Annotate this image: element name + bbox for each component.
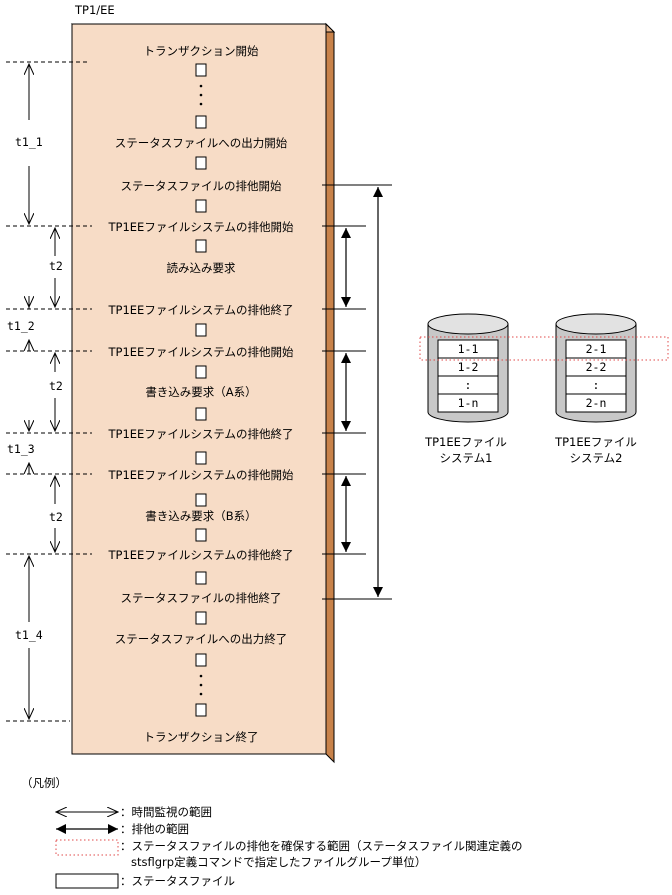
fs1-label-1: TP1EEファイル [424, 435, 507, 449]
fs1-row-ellipsis: : [465, 378, 472, 392]
legend-excl-range: ：排他の範囲 [120, 822, 189, 836]
excl-range-arrows [341, 187, 383, 597]
label-t1-4: t1_4 [15, 628, 43, 642]
file-system-2: 2-1 2-2 : 2-n TP1EEファイル システム2 [554, 313, 637, 465]
step-transaction-end: トランザクション終了 [144, 730, 259, 744]
fs1-row-2: 1-2 [458, 360, 479, 374]
legend-dotted-box [55, 839, 119, 856]
time-markers-left [6, 61, 92, 722]
step-fs-excl-start-3: TP1EEファイルシステムの排他開始 [108, 468, 294, 482]
step-fs-excl-end-2: TP1EEファイルシステムの排他終了 [108, 427, 294, 441]
fs1-label-2: システム1 [440, 451, 493, 465]
step-read-request: 読み込み要求 [167, 261, 236, 275]
legend-status-excl-2: stsflgrp定義コマンドで指定したファイルグループ単位） [131, 855, 426, 869]
step-write-request-b: 書き込み要求（B系） [145, 509, 256, 523]
step-fs-excl-start-2: TP1EEファイルシステムの排他開始 [108, 345, 294, 359]
fs2-row-1: 2-1 [586, 342, 607, 356]
label-t1-3: t1_3 [7, 442, 35, 456]
legend-status-file: ：ステータスファイル [120, 874, 235, 888]
ellipsis-dots [199, 84, 203, 696]
label-t2-c: t2 [49, 510, 63, 524]
step-status-output-start: ステータスファイルへの出力開始 [115, 136, 288, 150]
label-t1-1: t1_1 [15, 135, 43, 149]
file-system-1: 1-1 1-2 : 1-n TP1EEファイル システム1 [424, 313, 509, 465]
excl-range-lines [322, 184, 392, 600]
label-t2-b: t2 [49, 379, 63, 393]
step-status-excl-end: ステータスファイルの排他終了 [121, 591, 282, 605]
step-fs-excl-end-3: TP1EEファイルシステムの排他終了 [108, 548, 294, 562]
step-write-request-a: 書き込み要求（A系） [145, 385, 256, 399]
label-t2-a: t2 [49, 259, 63, 273]
panel-title: TP1/EE [74, 3, 115, 17]
step-fs-excl-end-1: TP1EEファイルシステムの排他終了 [108, 303, 294, 317]
fs2-row-ellipsis: : [593, 378, 600, 392]
tp1ee-panel [70, 22, 336, 764]
fs2-label-2: システム2 [570, 451, 623, 465]
legend-title: （凡例） [21, 776, 67, 790]
step-fs-excl-start-1: TP1EEファイルシステムの排他開始 [108, 220, 294, 234]
status-excl-range-box [419, 336, 669, 361]
fs2-label-1: TP1EEファイル [554, 435, 637, 449]
legend-status-excl-1: ：ステータスファイルの排他を確保する範囲（ステータスファイル関連定義の [120, 839, 523, 853]
label-t1-2: t1_2 [7, 319, 35, 333]
step-transaction-start: トランザクション開始 [144, 44, 259, 58]
step-status-excl-start: ステータスファイルの排他開始 [121, 179, 282, 193]
fs1-row-n: 1-n [458, 396, 479, 410]
step-status-output-end: ステータスファイルへの出力終了 [115, 632, 288, 646]
status-file-boxes [195, 63, 207, 717]
time-range-arrows [29, 64, 55, 719]
fs2-row-n: 2-n [586, 396, 607, 410]
legend-time-range: ：時間監視の範囲 [120, 805, 212, 819]
legend-status-file-box [55, 873, 119, 889]
fs2-row-2: 2-2 [586, 360, 607, 374]
fs1-row-1: 1-1 [458, 342, 479, 356]
